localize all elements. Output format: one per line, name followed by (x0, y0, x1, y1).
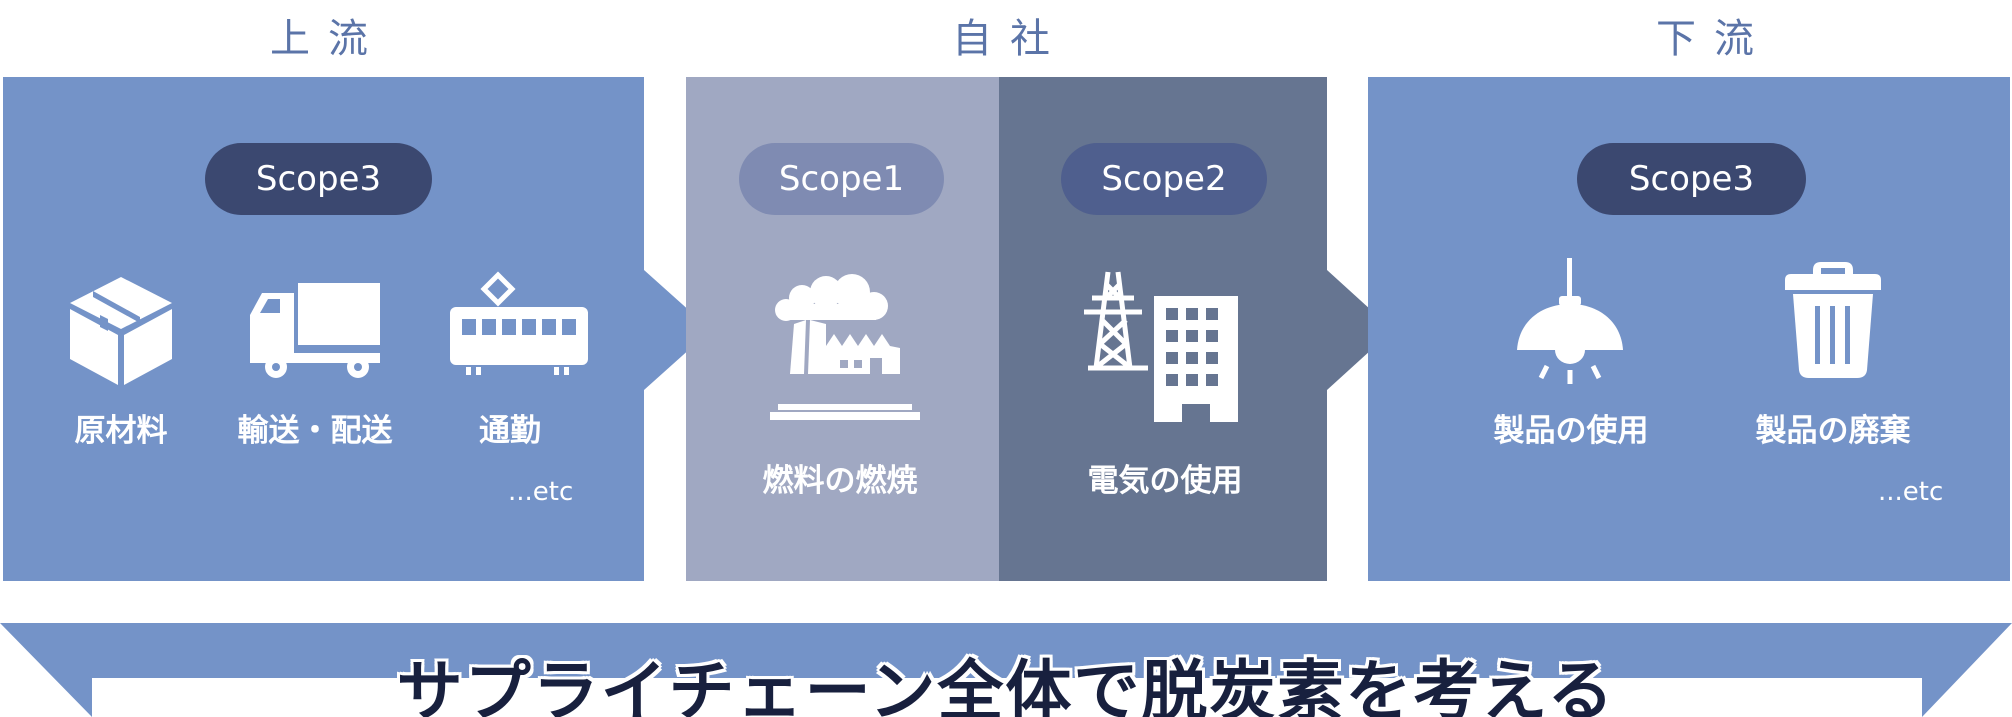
power-tower-building-icon (1084, 271, 1238, 422)
etc-upstream: ...etc (508, 477, 574, 507)
banner-shape (0, 623, 2012, 717)
heading-downstream: 下流 (1656, 16, 1772, 62)
item-label-electricity-use: 電気の使用 (1087, 463, 1243, 499)
trash-can-icon (1785, 262, 1881, 378)
pendant-lamp-icon (1517, 258, 1623, 384)
upstream-arrow-tip (686, 295, 704, 355)
item-label-product-disposal: 製品の廃棄 (1755, 413, 1911, 449)
scope-badge-downstream: Scope3 (1577, 143, 1806, 215)
scope2-arrow-tip (1368, 295, 1386, 355)
heading-upstream: 上流 (270, 16, 386, 62)
box-icon (70, 277, 172, 385)
scope-badge-scope2: Scope2 (1061, 143, 1267, 215)
etc-downstream: ...etc (1878, 477, 1944, 507)
truck-icon (250, 283, 380, 378)
factory-icon (770, 274, 920, 420)
item-label-fuel-combustion: 燃料の燃焼 (762, 463, 918, 499)
item-label-product-use: 製品の使用 (1493, 413, 1649, 449)
heading-company: 自社 (952, 16, 1068, 62)
item-label-commute: 通勤 (479, 413, 541, 449)
item-label-raw-materials: 原材料 (74, 413, 168, 449)
item-label-transport: 輸送・配送 (237, 413, 393, 449)
scope-badge-upstream: Scope3 (205, 143, 432, 215)
train-icon (450, 271, 588, 375)
banner-title: サプライチェーン全体で脱炭素を考える (396, 653, 1616, 717)
scope-badge-scope1: Scope1 (739, 143, 944, 215)
